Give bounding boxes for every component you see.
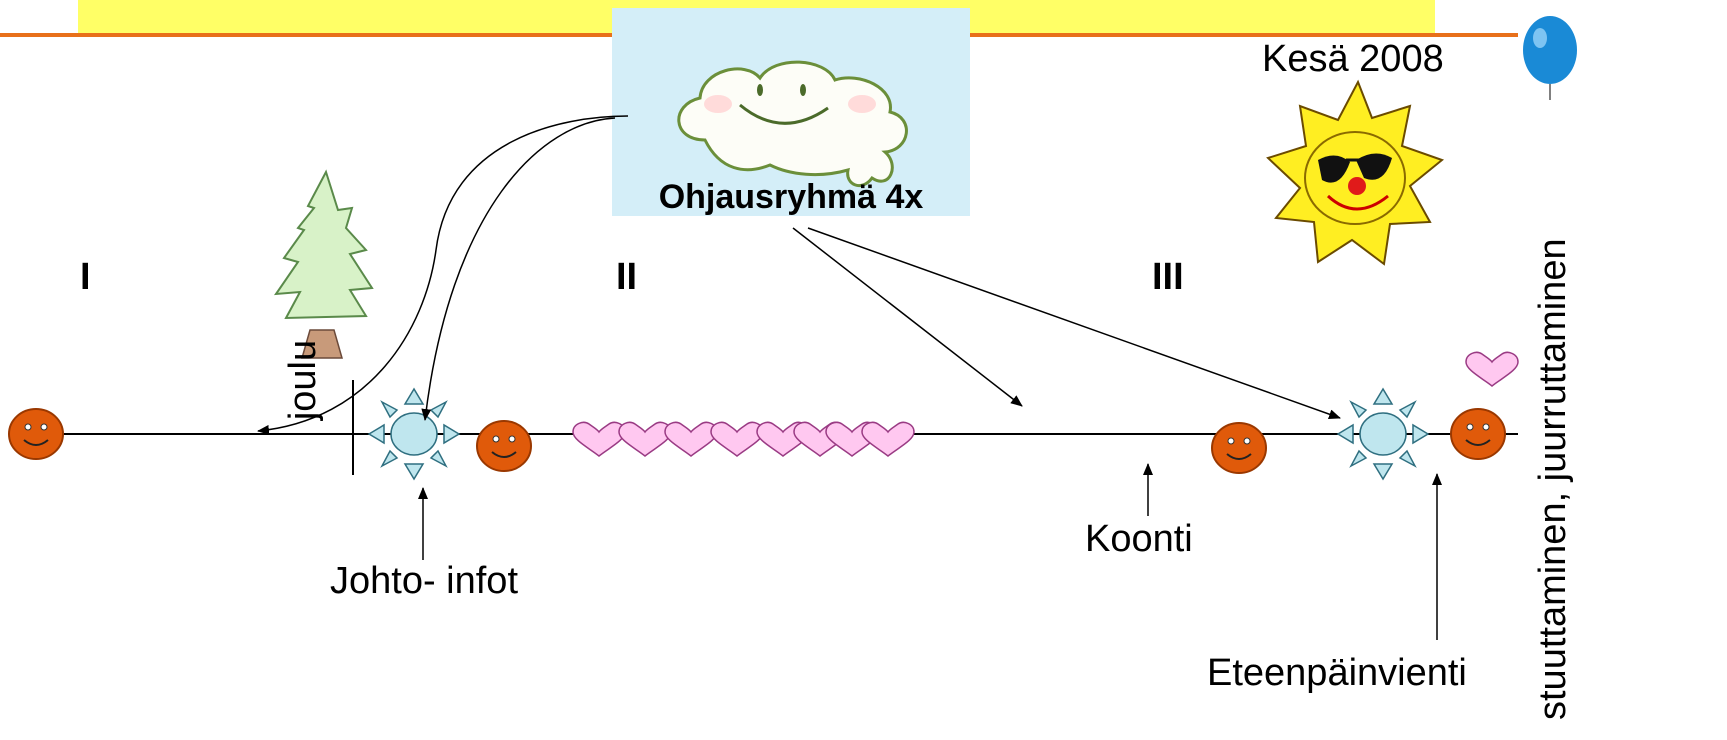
- tree-icon: [273, 169, 374, 359]
- sunburst-icon: [1337, 388, 1429, 480]
- smiley-icon: [8, 408, 64, 460]
- season-label: Kesä 2008: [1262, 38, 1444, 80]
- heart-icon: [664, 421, 718, 457]
- phase-3-label: III: [1152, 256, 1184, 298]
- heart-icon: [1465, 351, 1519, 387]
- phase-1-label: I: [80, 256, 91, 298]
- smiley-icon: [1450, 408, 1506, 460]
- steering-group-label: Ohjausryhmä 4x: [658, 178, 924, 216]
- heart-icon: [618, 421, 672, 457]
- christmas-label: joulu: [282, 339, 324, 421]
- sun-icon: [1266, 79, 1445, 266]
- heart-icon: [861, 421, 915, 457]
- phase-2-label: II: [616, 256, 638, 298]
- heart-icon: [572, 421, 626, 457]
- side-label: stuuttaminen, juurruttaminen: [1532, 238, 1574, 720]
- arrow-to-sunburst: [421, 117, 616, 421]
- smiley-icon: [1211, 422, 1267, 474]
- smiley-icon: [476, 420, 532, 472]
- compilation-label: Koonti: [1085, 518, 1193, 560]
- management-infos-label: Johto- infot: [330, 560, 518, 602]
- heart-icon: [710, 421, 764, 457]
- arrow-mid: [792, 227, 1023, 407]
- cloud-icon: [677, 60, 908, 188]
- arrow-right: [807, 227, 1341, 420]
- balloon-icon: [1523, 16, 1577, 100]
- arrow-to-christmas: [257, 115, 629, 435]
- sunburst-icon: [368, 388, 460, 480]
- advancement-label: Eteenpäinvienti: [1207, 652, 1467, 694]
